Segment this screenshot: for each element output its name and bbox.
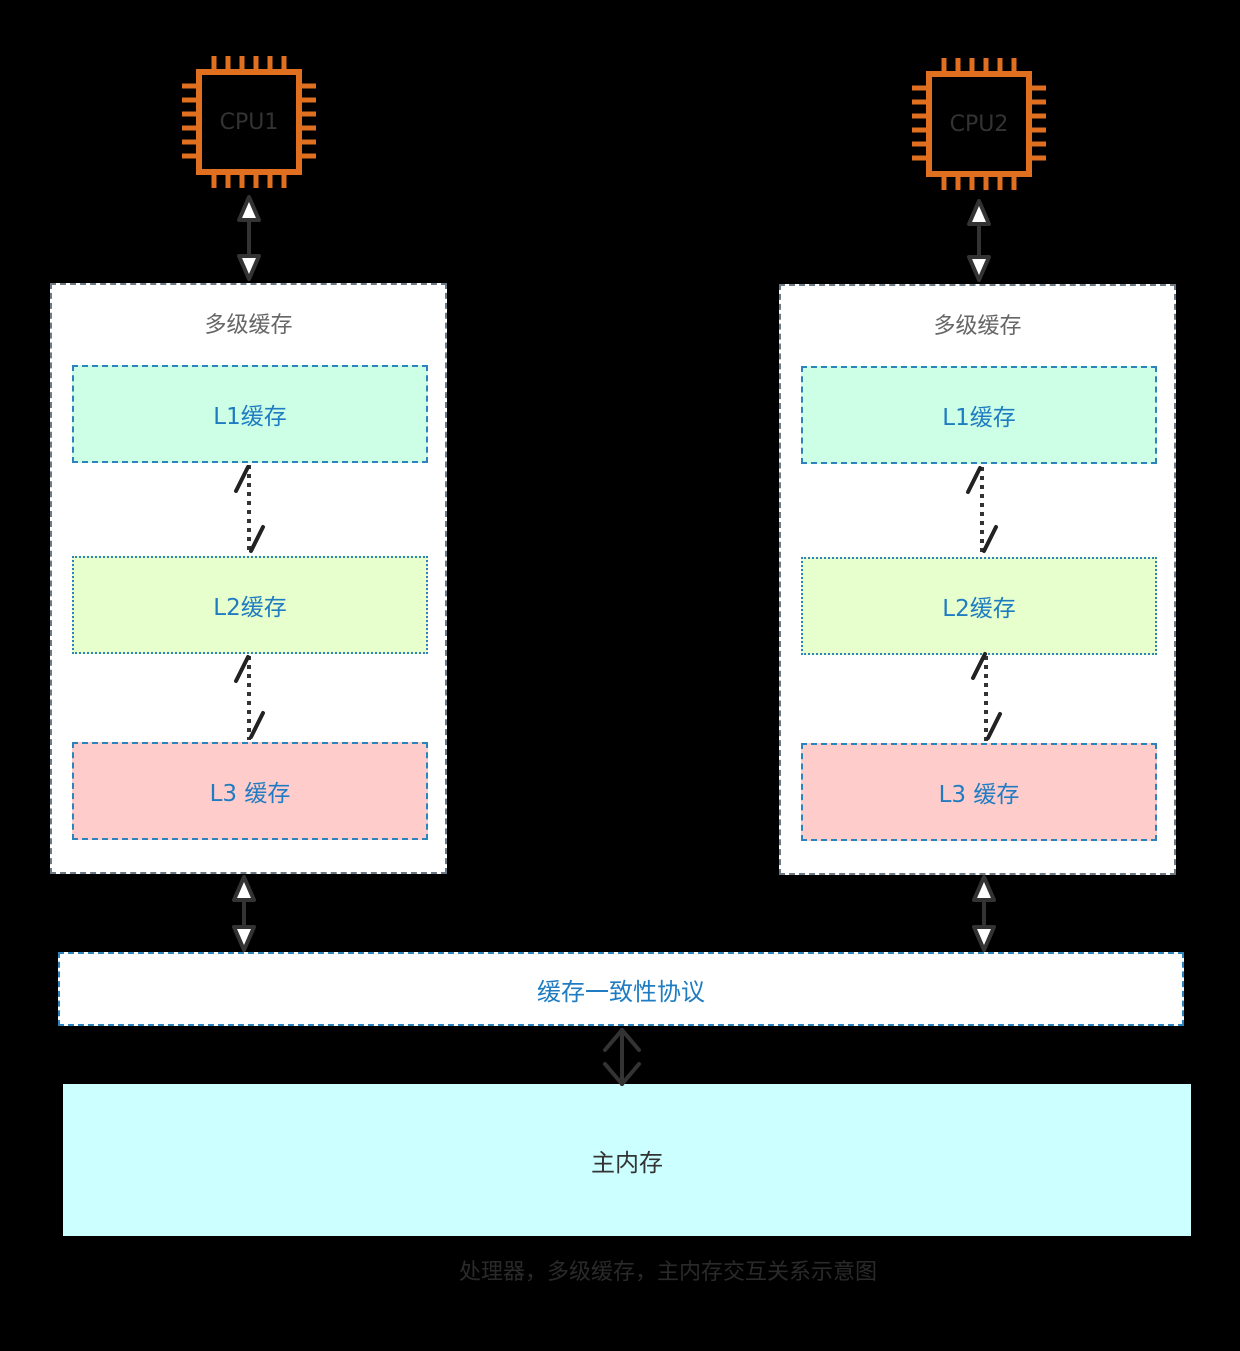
l1-l2-link-right [966, 466, 998, 553]
l3-cache: L3 缓存 [72, 742, 428, 840]
double-arrow-icon [603, 1028, 641, 1086]
cpu2-label: CPU2 [949, 111, 1009, 137]
l1-cache: L1缓存 [72, 365, 428, 463]
panel-title: 多级缓存 [933, 314, 1022, 339]
cpu-chip-icon [912, 58, 1046, 190]
main-memory: 主内存 [63, 1084, 1191, 1236]
l1-l2-link-left [234, 465, 265, 553]
double-arrow-icon [232, 875, 256, 952]
cpu-chip-icon [182, 56, 316, 188]
l2-cache: L2缓存 [72, 556, 428, 654]
cpu1-label: CPU1 [219, 109, 279, 135]
multi-level-cache-panel-2: 多级缓存 L1缓存 L2缓存 L3 缓存 [779, 284, 1176, 875]
panel-title: 多级缓存 [204, 313, 293, 338]
cache-coherence-protocol: 缓存一致性协议 [58, 952, 1184, 1026]
l2-cache: L2缓存 [801, 557, 1157, 655]
cpu1-chip: CPU1 [180, 54, 318, 190]
diagram-caption: 处理器，多级缓存，主内存交互关系示意图 [458, 1260, 877, 1285]
l2-l3-link-right [971, 652, 1002, 741]
multi-level-cache-panel-1: 多级缓存 L1缓存 L2缓存 L3 缓存 [50, 283, 447, 874]
l1-cache: L1缓存 [801, 366, 1157, 464]
double-arrow-icon [237, 195, 261, 281]
double-arrow-icon [972, 875, 996, 952]
l3-cache: L3 缓存 [801, 743, 1157, 841]
l2-l3-link-left [234, 655, 265, 740]
double-arrow-icon [967, 199, 991, 282]
cpu2-chip: CPU2 [910, 56, 1048, 192]
